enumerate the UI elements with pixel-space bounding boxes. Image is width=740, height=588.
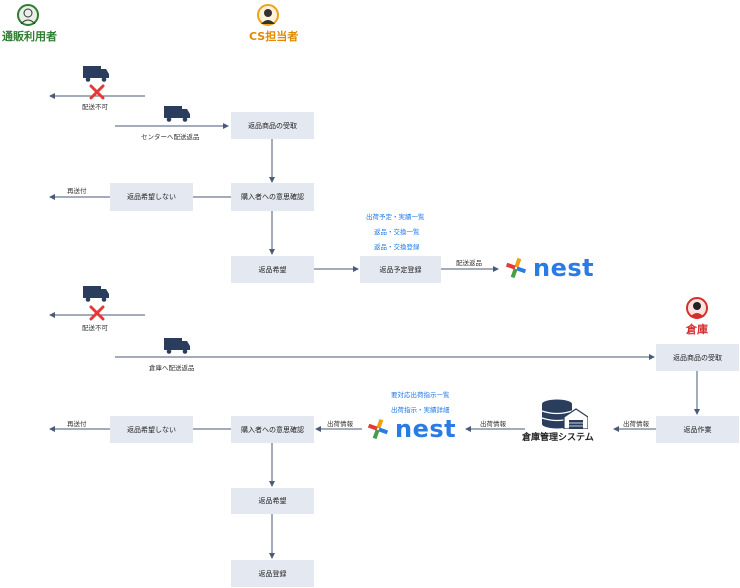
no-return-box: 返品希望しない xyxy=(110,183,193,211)
work-box: 返品作業 xyxy=(656,416,739,443)
blue-note: 出荷予定・実績一覧 xyxy=(366,213,425,221)
person-icon xyxy=(690,302,704,317)
refused-label: 配送不可 xyxy=(82,324,108,332)
avatar-icon xyxy=(257,4,279,26)
blue-note: 返品・交換登録 xyxy=(374,243,420,251)
truck-icon xyxy=(83,66,109,82)
person-icon xyxy=(261,9,275,24)
resend-label: 再送付 xyxy=(67,187,87,195)
confirm-box: 購入者への意思確認 xyxy=(231,183,314,211)
receive-box: 返品商品の受取 xyxy=(656,344,739,371)
nest-logo-icon xyxy=(367,418,389,440)
cross-icon xyxy=(89,84,105,100)
no-return-box: 返品希望しない xyxy=(110,416,193,443)
person-icon xyxy=(20,8,36,25)
actor-cs: CS担当者 xyxy=(249,30,299,43)
nest-logo-text: nest xyxy=(395,415,457,443)
receive-box: 返品商品の受取 xyxy=(231,112,314,139)
ship-info-label: 出荷情報 xyxy=(327,420,353,428)
truck-icon xyxy=(164,338,190,354)
return-goods-label: 配送返品 xyxy=(456,259,482,267)
want-return-box: 返品希望 xyxy=(231,488,314,514)
avatar-icon xyxy=(17,4,39,26)
refused-label: 配送不可 xyxy=(82,103,108,111)
nest-logo: nest xyxy=(367,417,456,441)
database-icon xyxy=(541,399,588,429)
actor-warehouse: 倉庫 xyxy=(686,323,708,336)
truck-icon xyxy=(83,286,109,302)
cross-icon xyxy=(89,305,105,321)
avatar-icon xyxy=(686,297,708,319)
resend-label: 再送付 xyxy=(67,420,87,428)
blue-note: 返品・交換一覧 xyxy=(374,228,420,236)
want-return-box: 返品希望 xyxy=(231,256,314,283)
confirm-box: 購入者への意思確認 xyxy=(231,416,314,443)
register-box: 返品登録 xyxy=(231,560,314,587)
nest-logo-icon xyxy=(505,257,527,279)
wms-label: 倉庫管理システム xyxy=(522,433,594,443)
actor-customer: 通販利用者 xyxy=(2,30,57,43)
nest-logo-text: nest xyxy=(533,254,595,282)
to-warehouse-label: 倉庫へ配送返品 xyxy=(149,364,195,372)
nest-logo: nest xyxy=(505,256,594,280)
truck-icon xyxy=(164,106,190,122)
ship-info-label: 出荷情報 xyxy=(623,420,649,428)
blue-note: 出荷指示・実績詳細 xyxy=(391,406,450,414)
ship-info-label: 出荷情報 xyxy=(480,420,506,428)
blue-note: 要対応出荷指示一覧 xyxy=(391,391,450,399)
schedule-box: 返品予定登録 xyxy=(360,256,441,283)
to-center-label: センターへ配送返品 xyxy=(141,133,200,141)
